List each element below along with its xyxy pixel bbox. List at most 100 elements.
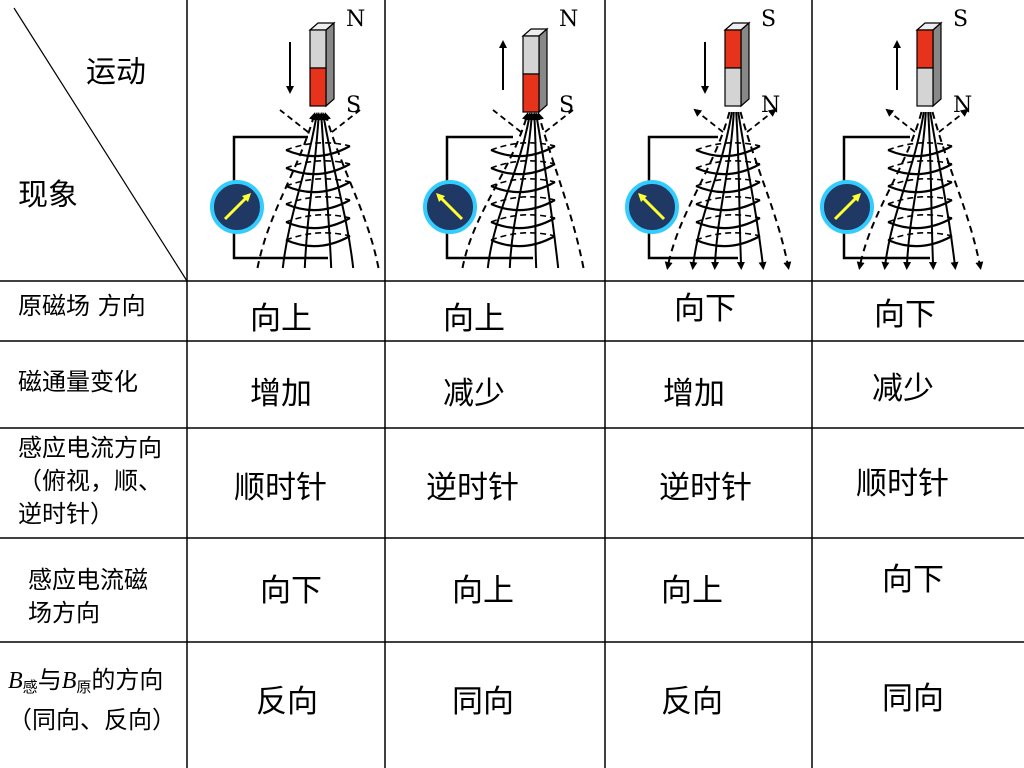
field-line-outer <box>492 109 522 133</box>
coil-turn-back <box>695 232 761 241</box>
field-line <box>903 111 927 270</box>
field-line <box>461 112 530 269</box>
magnet-bottom-pole-label: N <box>761 93 780 118</box>
coil-turn <box>695 235 761 248</box>
field-line <box>256 112 317 269</box>
magnet-top-pole-label: S <box>953 7 968 32</box>
cell-r3-c2: 向上 <box>661 573 723 609</box>
b-symbol: B <box>61 668 77 694</box>
magnet-bottom-half <box>309 67 327 107</box>
field-line <box>320 112 355 269</box>
cell-r0-c1: 向上 <box>443 301 505 337</box>
coil-turn-back <box>285 232 351 241</box>
coil-turn <box>887 235 953 248</box>
cell-r4-c2: 反向 <box>661 684 723 720</box>
coil-turn <box>285 199 351 212</box>
field-line-outer <box>693 108 724 133</box>
coil-turn-back <box>695 214 761 223</box>
magnet-side-face <box>932 21 942 108</box>
coil-turn <box>285 235 351 248</box>
coil-turn <box>285 217 351 230</box>
coil-turn-back <box>887 214 953 223</box>
field-line-outer <box>279 109 309 133</box>
coil-turn <box>285 163 351 176</box>
coil-turn <box>695 217 761 230</box>
field-line <box>664 111 731 270</box>
coil-turn-back <box>695 196 761 205</box>
field-line-outer <box>331 109 361 133</box>
coil-turn-back <box>285 214 351 223</box>
magnet-top-half <box>724 29 742 69</box>
coil-turn-back <box>490 196 556 205</box>
cell-r1-c2: 增加 <box>663 376 725 412</box>
field-line <box>737 111 767 270</box>
magnet-top-pole-label: N <box>346 7 365 32</box>
field-line <box>303 112 323 269</box>
magnet-top-pole-label: N <box>559 7 578 32</box>
magnet-side-face <box>740 21 750 108</box>
magnet-bottom-pole-label: N <box>953 93 972 118</box>
cell-r4-c3: 同向 <box>882 681 944 717</box>
b-symbol: B <box>8 668 23 694</box>
coil-turn <box>285 181 351 194</box>
field-line <box>927 111 937 270</box>
cell-r3-c0: 向下 <box>260 573 322 609</box>
cell-r1-c3: 减少 <box>872 371 934 407</box>
field-line-outer <box>544 109 574 133</box>
field-line <box>711 111 735 270</box>
magnet-side-face <box>538 27 548 114</box>
coil-turn <box>490 235 556 248</box>
cell-r0-c3: 向下 <box>874 297 936 333</box>
label-and: 与 <box>37 666 62 694</box>
coil-turn <box>695 145 761 158</box>
coil-turn <box>887 181 953 194</box>
coil-turn-back <box>695 178 761 187</box>
coil-turn <box>695 163 761 176</box>
field-line <box>536 112 585 269</box>
field-line <box>739 111 792 270</box>
cell-r2-c0: 顺时针 <box>234 470 327 506</box>
row-label-induced-field-direction: 感应电流磁场方向 <box>28 566 148 627</box>
coil-turn-back <box>887 196 953 205</box>
coil-turn-back <box>695 142 761 151</box>
cell-r2-c2: 逆时针 <box>659 470 752 506</box>
phenomenon-label: 现象 <box>18 178 78 213</box>
field-line <box>881 111 925 270</box>
coil-turn-back <box>490 160 556 169</box>
galvanometer-needle-tip <box>852 193 861 202</box>
coil-turn-back <box>887 142 953 151</box>
diagram-4: SN <box>820 7 984 270</box>
b-subscript-induced: 感 <box>22 678 38 696</box>
field-line <box>735 111 745 270</box>
magnet-top-half <box>916 29 934 69</box>
field-line <box>689 111 733 270</box>
row-label-original-field: 原磁场 方向 <box>18 292 146 320</box>
coil-turn-back <box>887 178 953 187</box>
magnet-top-half <box>522 35 540 75</box>
field-line <box>929 111 959 270</box>
coil-turn <box>490 217 556 230</box>
field-line <box>323 112 380 269</box>
coil-turn <box>285 145 351 158</box>
cell-r3-c3: 向下 <box>882 562 944 598</box>
field-line <box>931 111 984 270</box>
magnet-bottom-pole-label: S <box>346 93 361 118</box>
galvanometer-needle-tip <box>638 193 647 202</box>
cell-r4-c0: 反向 <box>256 684 318 720</box>
coil-turn <box>490 181 556 194</box>
coil-turn <box>490 199 556 212</box>
coil-turn-back <box>285 160 351 169</box>
diagram-2: NS <box>423 7 585 269</box>
coil-turn-back <box>490 214 556 223</box>
row-label-field-comparison: B感与B原的方向（同向、反向） <box>8 664 183 737</box>
magnet-bottom-half <box>916 67 934 107</box>
cell-r4-c1: 同向 <box>452 684 514 720</box>
row-label-flux-change: 磁通量变化 <box>18 368 138 396</box>
cell-r1-c0: 增加 <box>250 376 312 412</box>
field-line <box>508 112 536 269</box>
magnet-bottom-half <box>724 67 742 107</box>
diagram-3: SN <box>625 7 792 270</box>
magnet-side-face <box>325 21 335 108</box>
